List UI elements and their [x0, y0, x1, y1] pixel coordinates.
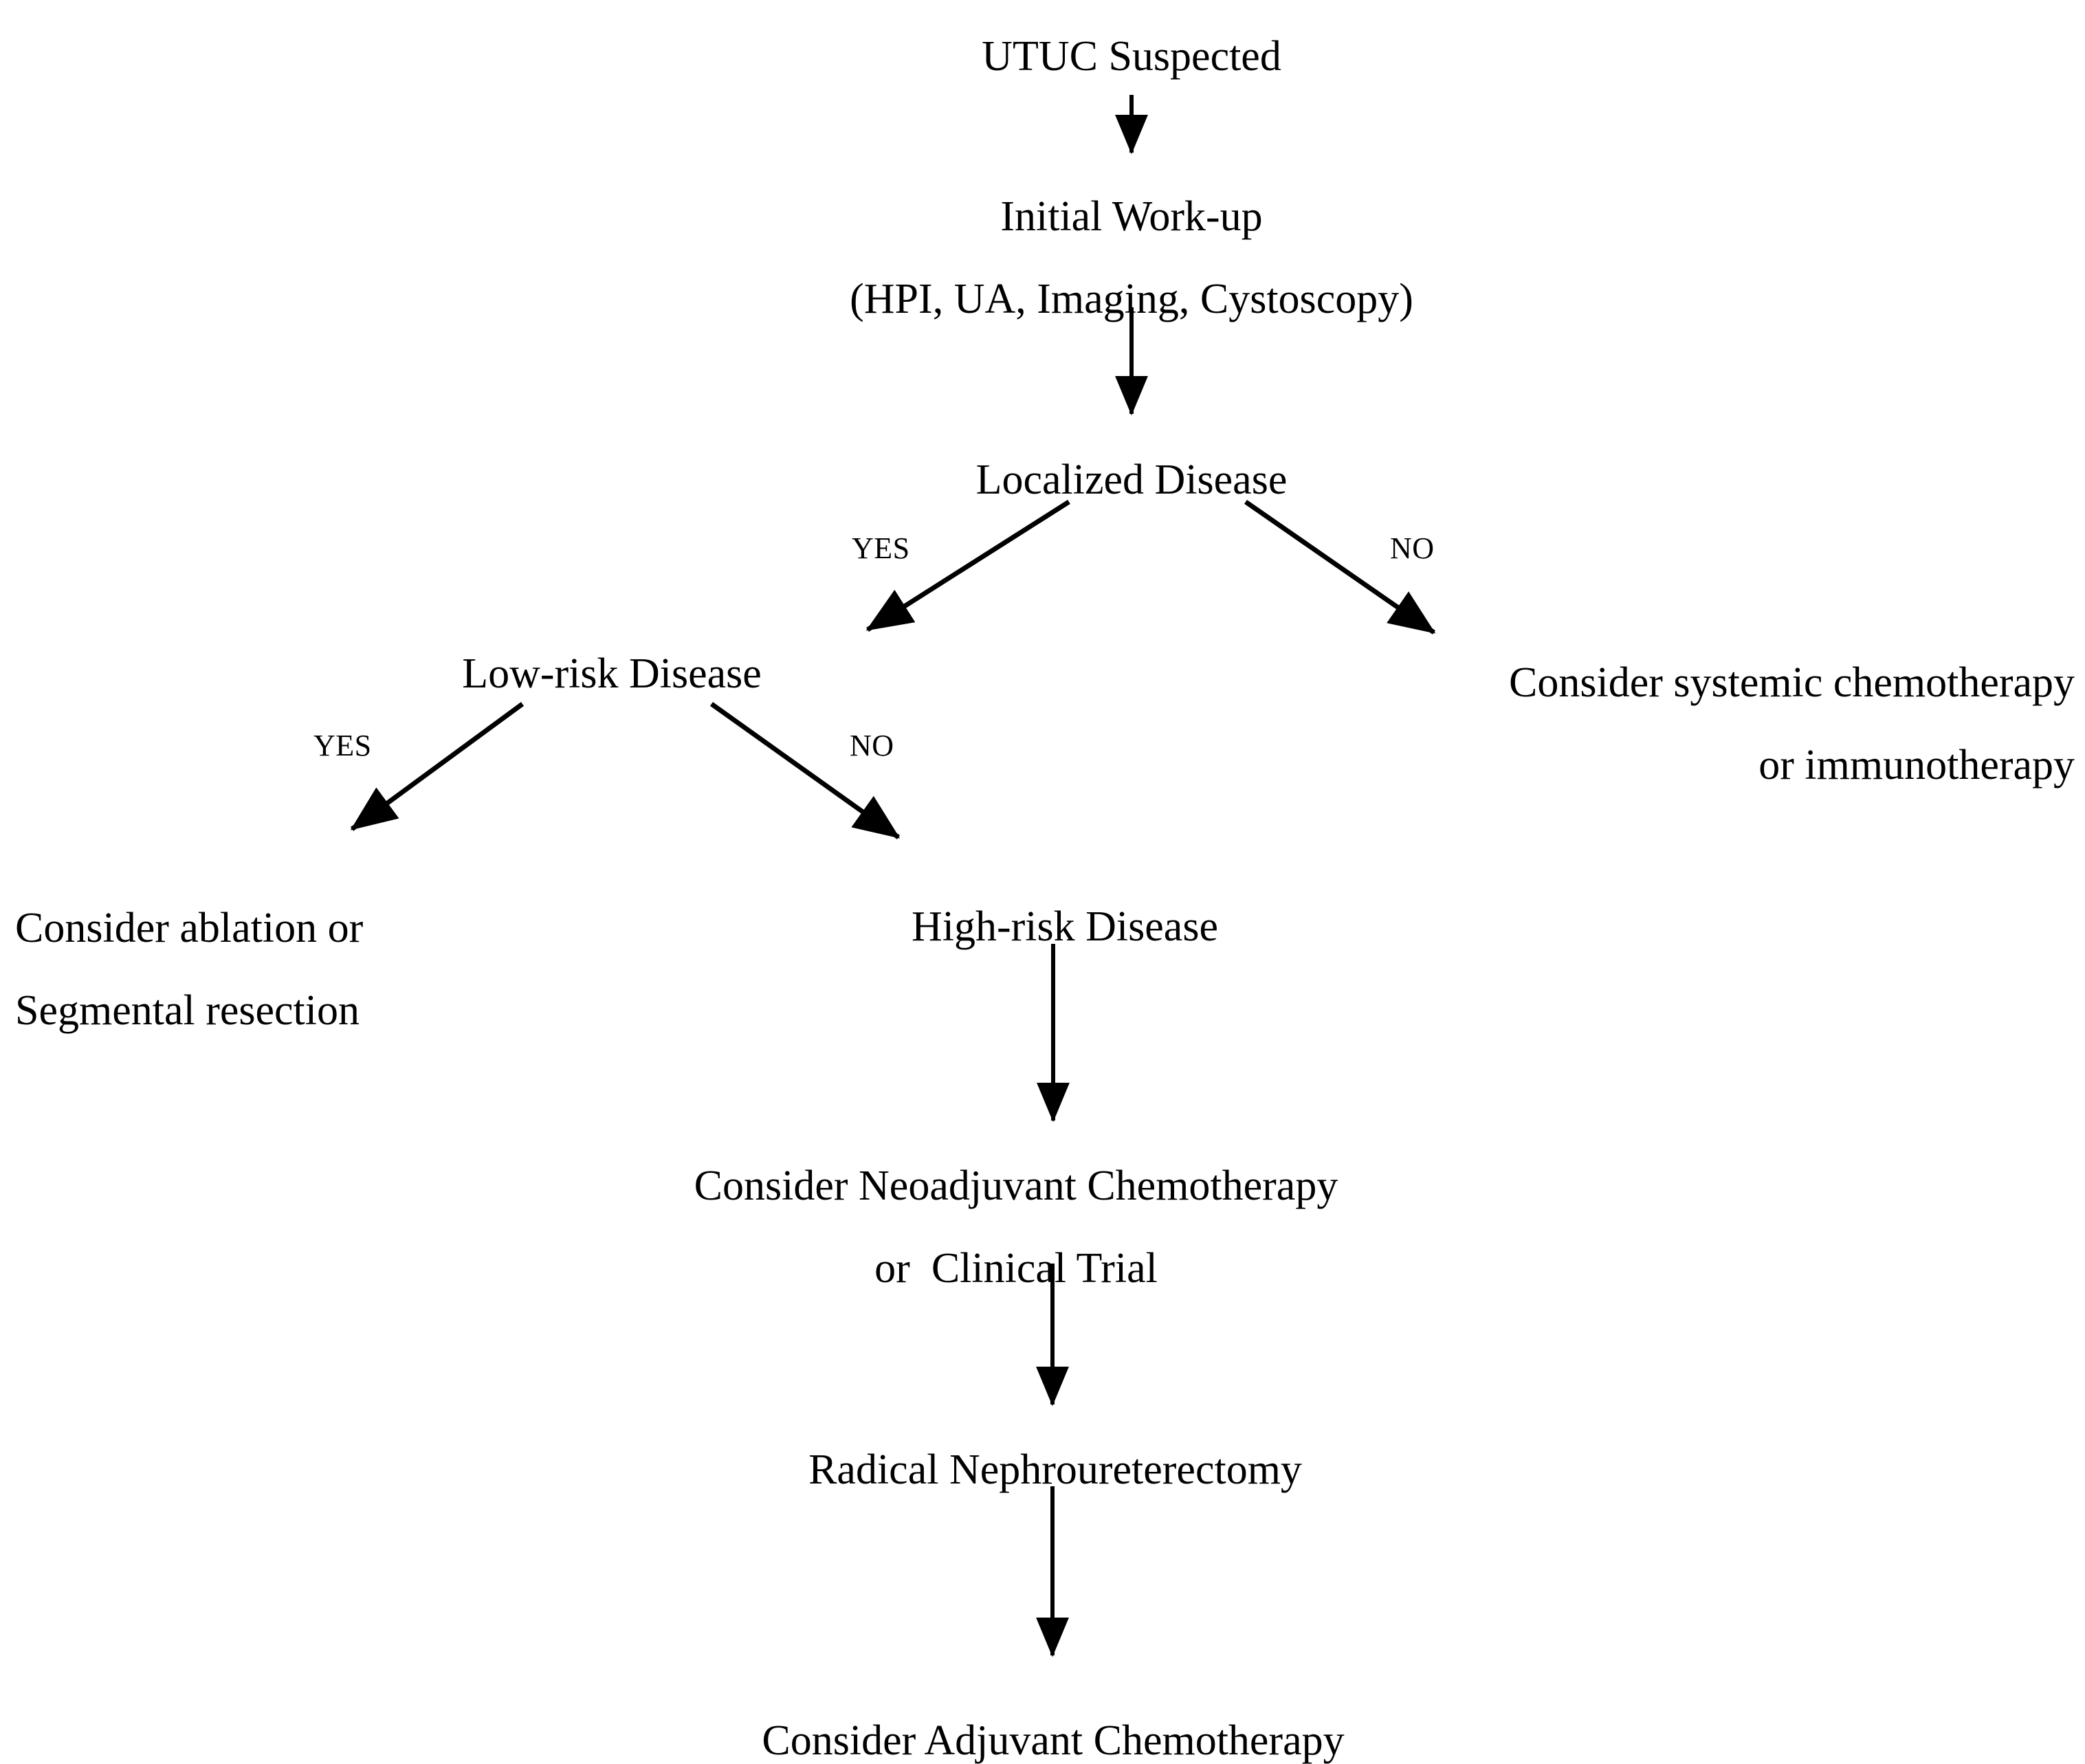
node-systemic-therapy-line-1: Consider systemic chemotherapy [1509, 659, 2075, 706]
edge-label-localized-no: NO [1390, 531, 1435, 565]
node-utuc-suspected: UTUC Suspected [982, 1, 1281, 112]
node-localized-disease-line-1: Localized Disease [975, 456, 1288, 503]
node-initial-workup-line-2: (HPI, UA, Imaging, Cystoscopy) [850, 276, 1413, 323]
node-adjuvant-chemo-line-1: Consider Adjuvant Chemotherapy [762, 1717, 1345, 1764]
node-ablation-resection: Consider ablation or Segmental resection [15, 873, 363, 1067]
node-adjuvant-chemo: Consider Adjuvant Chemotherapy [762, 1686, 1344, 1764]
node-neoadjuvant-chemo-line-1: Consider Neoadjuvant Chemotherapy [694, 1162, 1338, 1209]
node-radical-nephroureterectomy: Radical Nephroureterectomy [808, 1415, 1302, 1525]
node-radical-nephroureterectomy-line-1: Radical Nephroureterectomy [808, 1446, 1302, 1493]
node-utuc-suspected-line-1: UTUC Suspected [982, 32, 1281, 80]
node-high-risk-disease-line-1: High-risk Disease [912, 903, 1218, 950]
node-neoadjuvant-chemo: Consider Neoadjuvant Chemotherapy or Cli… [694, 1131, 1338, 1325]
edge-label-localized-yes: YES [852, 531, 910, 565]
node-low-risk-disease-line-1: Low-risk Disease [462, 650, 762, 697]
node-localized-disease: Localized Disease [976, 425, 1288, 536]
node-initial-workup: Initial Work-up (HPI, UA, Imaging, Cysto… [850, 162, 1413, 355]
node-systemic-therapy-line-2: or immunotherapy [1758, 742, 2075, 789]
node-low-risk-disease: Low-risk Disease [462, 619, 762, 729]
node-initial-workup-line-1: Initial Work-up [1000, 192, 1263, 240]
node-high-risk-disease: High-risk Disease [912, 872, 1218, 982]
node-systemic-therapy: Consider systemic chemotherapy or immuno… [1509, 628, 2075, 822]
edge-label-lowrisk-no: NO [850, 729, 894, 762]
edge-label-lowrisk-yes: YES [313, 729, 372, 762]
node-ablation-resection-line-1: Consider ablation or [15, 904, 364, 951]
node-neoadjuvant-chemo-line-2: or Clinical Trial [874, 1245, 1158, 1292]
node-ablation-resection-line-2: Segmental resection [15, 987, 360, 1035]
